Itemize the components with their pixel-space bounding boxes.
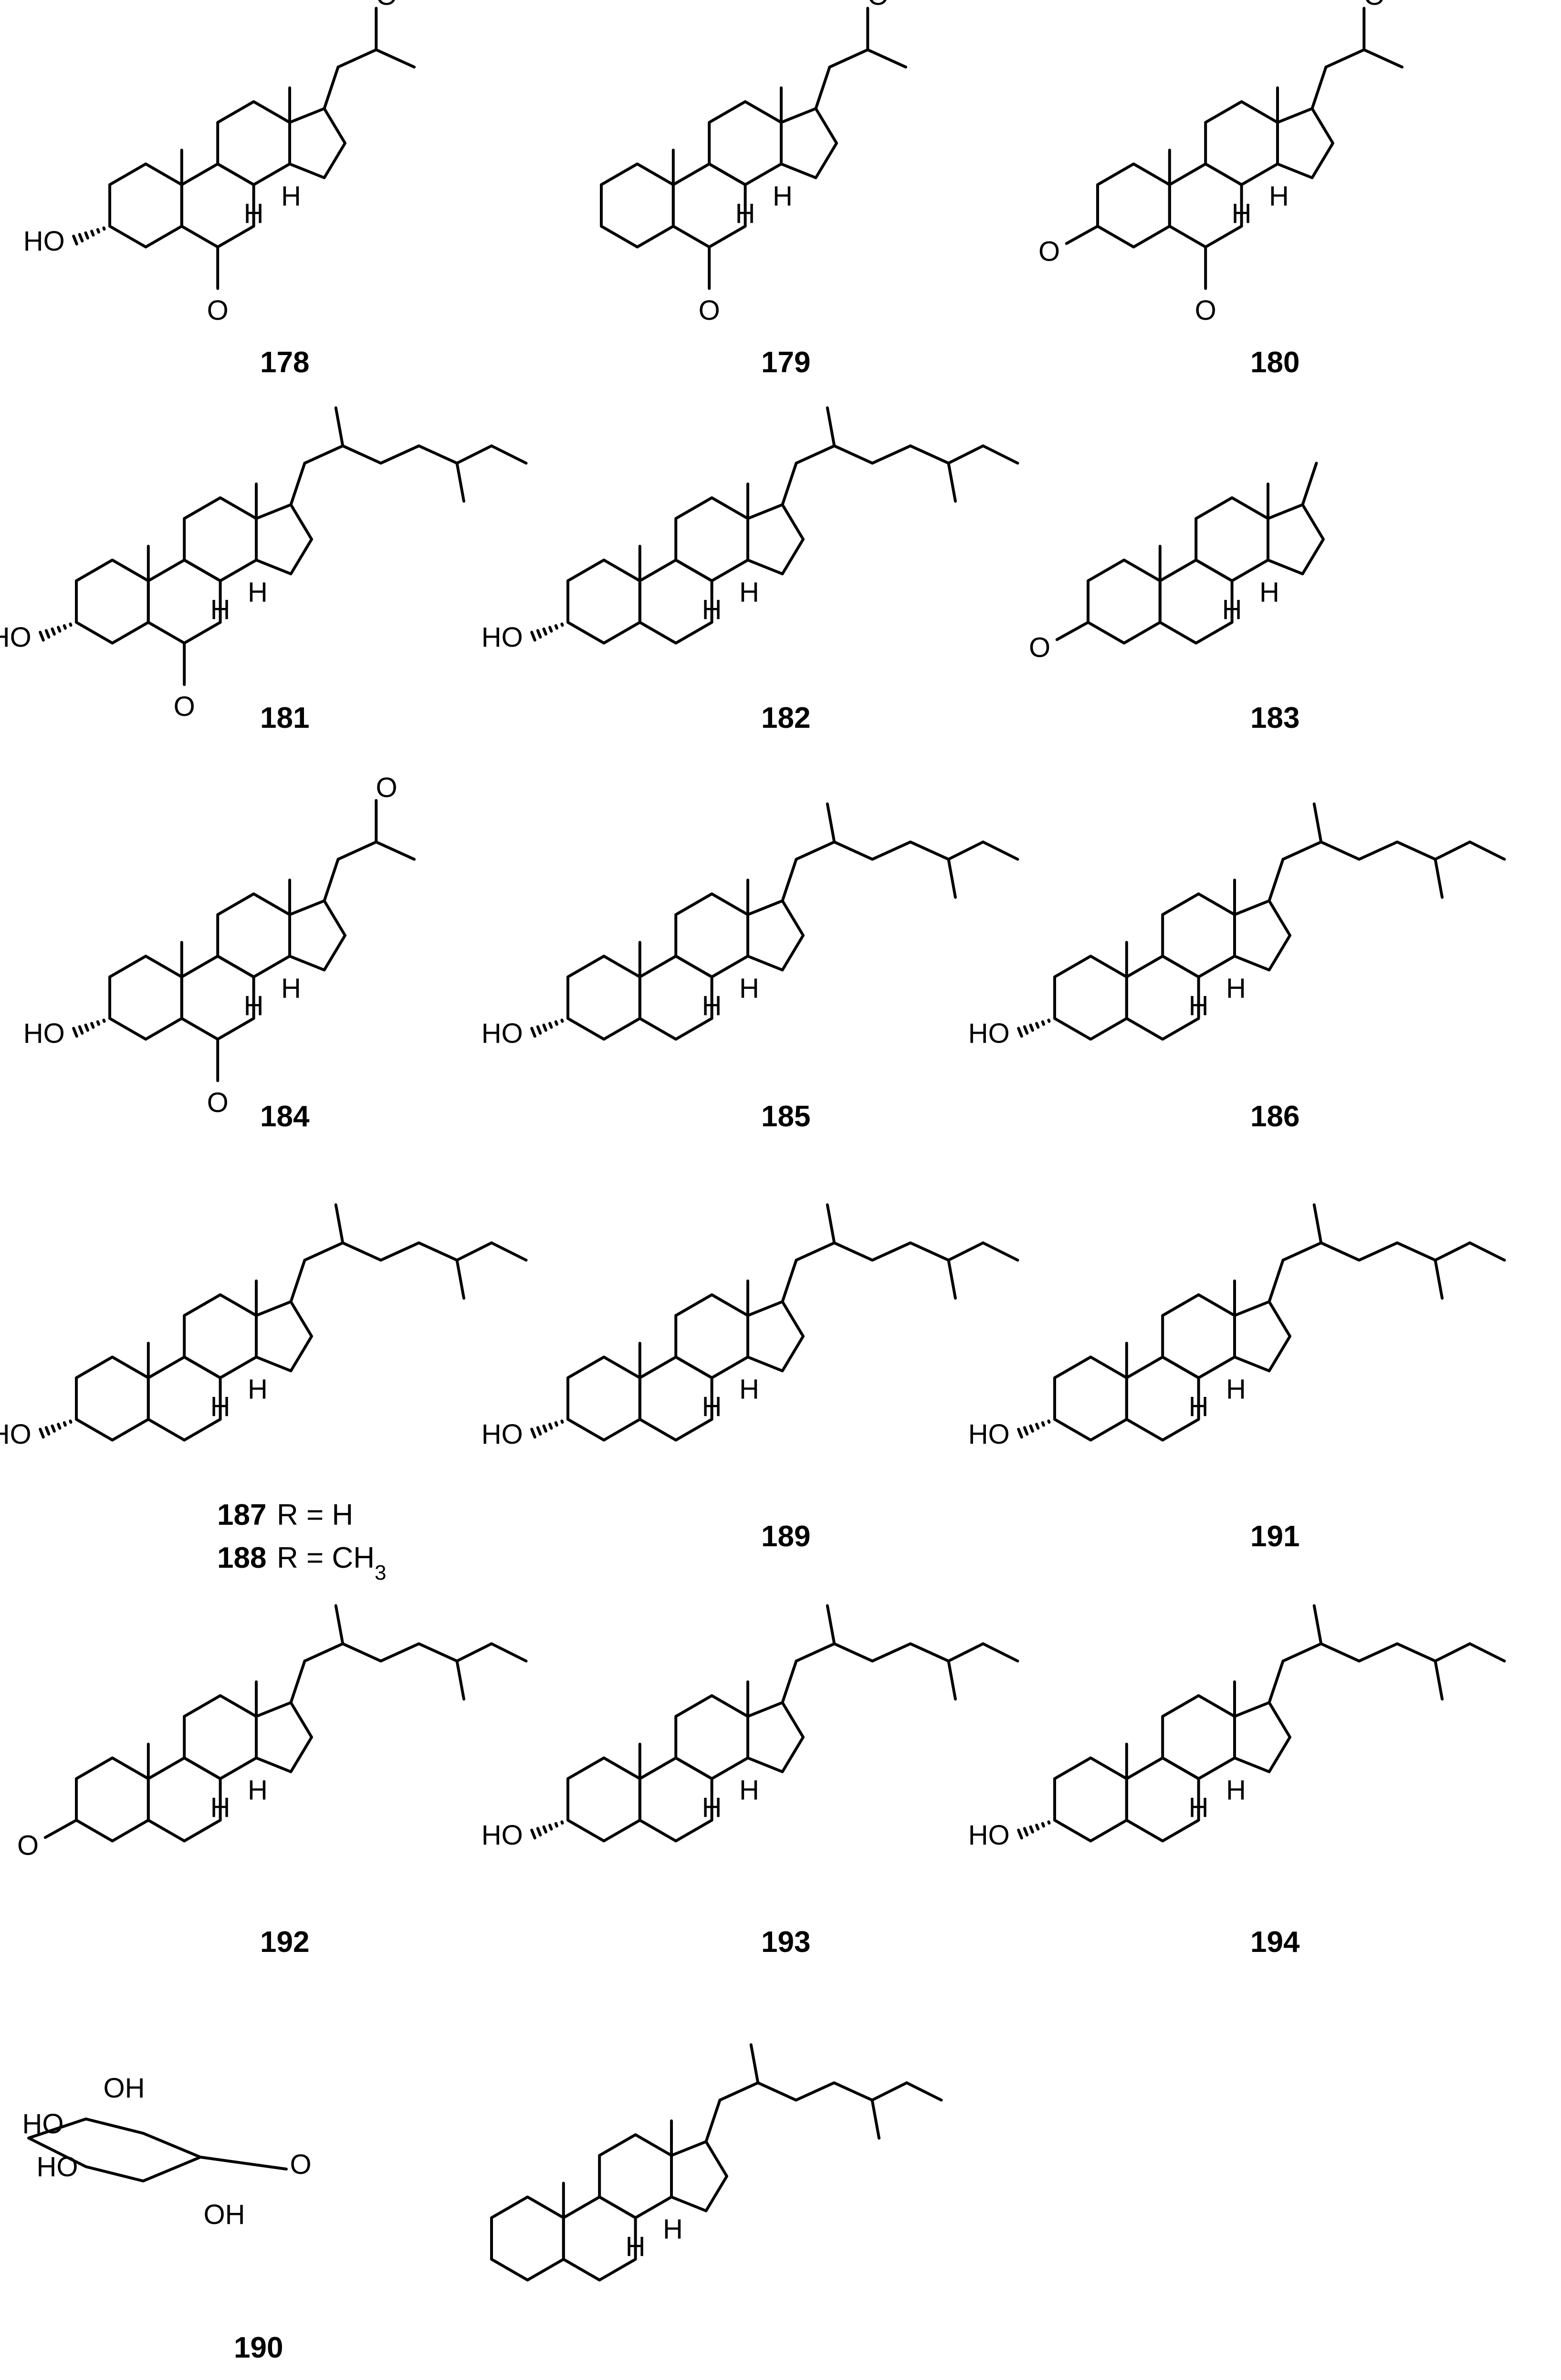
compound-label-186: 186 — [1250, 1100, 1299, 1133]
structure-181: HH HO O — [0, 406, 528, 722]
hydroxyl-label: HO — [23, 226, 65, 257]
hydroxyl-label: HO — [482, 1820, 523, 1851]
structure-190: HH OH HO HO OH O — [22, 2043, 943, 2282]
compound-label-188: 188 — [217, 1541, 266, 1574]
hydrogen-label: H — [702, 1792, 722, 1823]
hydrogen-label: H — [248, 1374, 268, 1405]
hydrogen-label: H — [1259, 577, 1279, 608]
hydrogen-label: H — [210, 594, 230, 625]
oxygen-label: O — [17, 1830, 39, 1861]
compound-label-184: 184 — [260, 1100, 310, 1133]
structure-194: HH HO — [968, 1604, 1506, 1851]
oxygen-label: O — [207, 295, 229, 326]
hydroxyl-label: HO — [968, 1419, 1010, 1450]
oxygen-label: O — [376, 0, 397, 11]
hydroxyl-label: HO — [968, 1018, 1010, 1049]
hydroxyl-label: HO — [37, 2151, 78, 2182]
hydrogen-label: H — [702, 990, 722, 1021]
hydrogen-label: H — [210, 1792, 230, 1823]
hydrogen-label: H — [739, 1775, 759, 1806]
structure-182: HH HO — [482, 406, 1019, 653]
hydrogen-label: H — [1189, 1792, 1209, 1823]
hydrogen-label: H — [663, 2214, 683, 2245]
hydrogen-label: H — [702, 1391, 722, 1422]
compound-label-180: 180 — [1250, 346, 1299, 379]
structure-191: HH HO — [968, 1203, 1506, 1450]
structure-186: HH HO — [968, 802, 1506, 1049]
structure-183: HH O — [1029, 461, 1325, 663]
hydrogen-label: H — [626, 2231, 646, 2262]
hydrogen-label: H — [735, 198, 755, 229]
compound-label-182: 182 — [761, 702, 810, 734]
hydrogen-label: H — [244, 990, 264, 1021]
hydroxyl-label: HO — [23, 1018, 65, 1049]
structure-189: HH HO — [482, 1203, 1019, 1450]
oxygen-label: O — [1038, 236, 1060, 267]
compound-labels-layer: 178 179 180 181 182 183 184 185 186 187 … — [217, 346, 1300, 2364]
compound-label-192: 192 — [260, 1926, 309, 1959]
structure-179: O HH O — [600, 0, 907, 326]
oxygen-label: O — [174, 691, 195, 722]
hydroxyl-label: HO — [482, 1018, 523, 1049]
hydrogen-label: H — [210, 1391, 230, 1422]
structure-187: HH HO — [0, 1203, 528, 1450]
hydroxyl-label: HO — [0, 622, 31, 653]
hydrogen-label: H — [1226, 973, 1246, 1004]
compound-label-191: 191 — [1250, 1520, 1299, 1553]
structure-193: HH HO — [482, 1604, 1019, 1851]
hydrogen-label: H — [739, 577, 759, 608]
oxygen-label: O — [376, 772, 397, 803]
structure-180: O HH O O — [1038, 0, 1404, 326]
hydroxyl-label: OH — [104, 2073, 145, 2104]
structure-185: HH HO — [482, 802, 1019, 1049]
structures-layer: OHHHOOOHHOOHHOOHHHOOHHHOHHOOHHHOOHHHOHHH… — [0, 0, 1506, 2282]
hydrogen-label: H — [773, 181, 793, 212]
oxygen-label: O — [1363, 0, 1385, 11]
hydrogen-label: H — [739, 973, 759, 1004]
hydrogen-label: H — [1189, 990, 1209, 1021]
oxygen-label: O — [290, 2149, 311, 2180]
hydroxyl-label: HO — [482, 622, 523, 653]
hydroxyl-label: OH — [204, 2199, 245, 2230]
oxygen-label: O — [1195, 295, 1216, 326]
hydroxyl-label: HO — [482, 1419, 523, 1450]
compound-label-193: 193 — [761, 1926, 810, 1959]
hydrogen-label: H — [281, 973, 301, 1004]
hydrogen-label: H — [1222, 594, 1242, 625]
oxygen-label: O — [699, 295, 720, 326]
hydrogen-label: H — [702, 594, 722, 625]
compound-suffix-188: R = CH3 — [277, 1541, 386, 1584]
structure-192: HHO — [17, 1604, 528, 1861]
hydroxyl-label: HO — [22, 2108, 64, 2139]
oxygen-label: O — [867, 0, 889, 11]
compound-label-179: 179 — [761, 346, 810, 379]
hydrogen-label: H — [281, 181, 301, 212]
compound-label-181: 181 — [260, 702, 309, 734]
hydrogen-label: H — [1232, 198, 1252, 229]
oxygen-label: O — [1029, 632, 1050, 663]
oxygen-label: O — [207, 1087, 229, 1118]
structure-178: O HH HO O — [23, 0, 416, 326]
hydrogen-label: H — [248, 577, 268, 608]
hydroxyl-label: HO — [968, 1820, 1010, 1851]
hydrogen-label: H — [1226, 1775, 1246, 1806]
hydrogen-label: H — [244, 198, 264, 229]
hydroxyl-label: HO — [0, 1419, 31, 1450]
compound-label-190: 190 — [234, 2331, 283, 2364]
compound-label-189: 189 — [761, 1520, 810, 1553]
hydrogen-label: H — [739, 1374, 759, 1405]
compound-suffix-187: R = H — [277, 1499, 353, 1531]
compound-label-185: 185 — [761, 1100, 810, 1133]
structure-184: O HH HO O — [23, 772, 416, 1118]
hydrogen-label: H — [1226, 1374, 1246, 1405]
hydrogen-label: H — [248, 1775, 268, 1806]
compound-label-178: 178 — [260, 346, 309, 379]
hydrogen-label: H — [1269, 181, 1289, 212]
hydrogen-label: H — [1189, 1391, 1209, 1422]
compound-label-187: 187 — [217, 1499, 266, 1531]
compound-label-183: 183 — [1250, 702, 1299, 734]
compound-label-194: 194 — [1250, 1926, 1300, 1959]
